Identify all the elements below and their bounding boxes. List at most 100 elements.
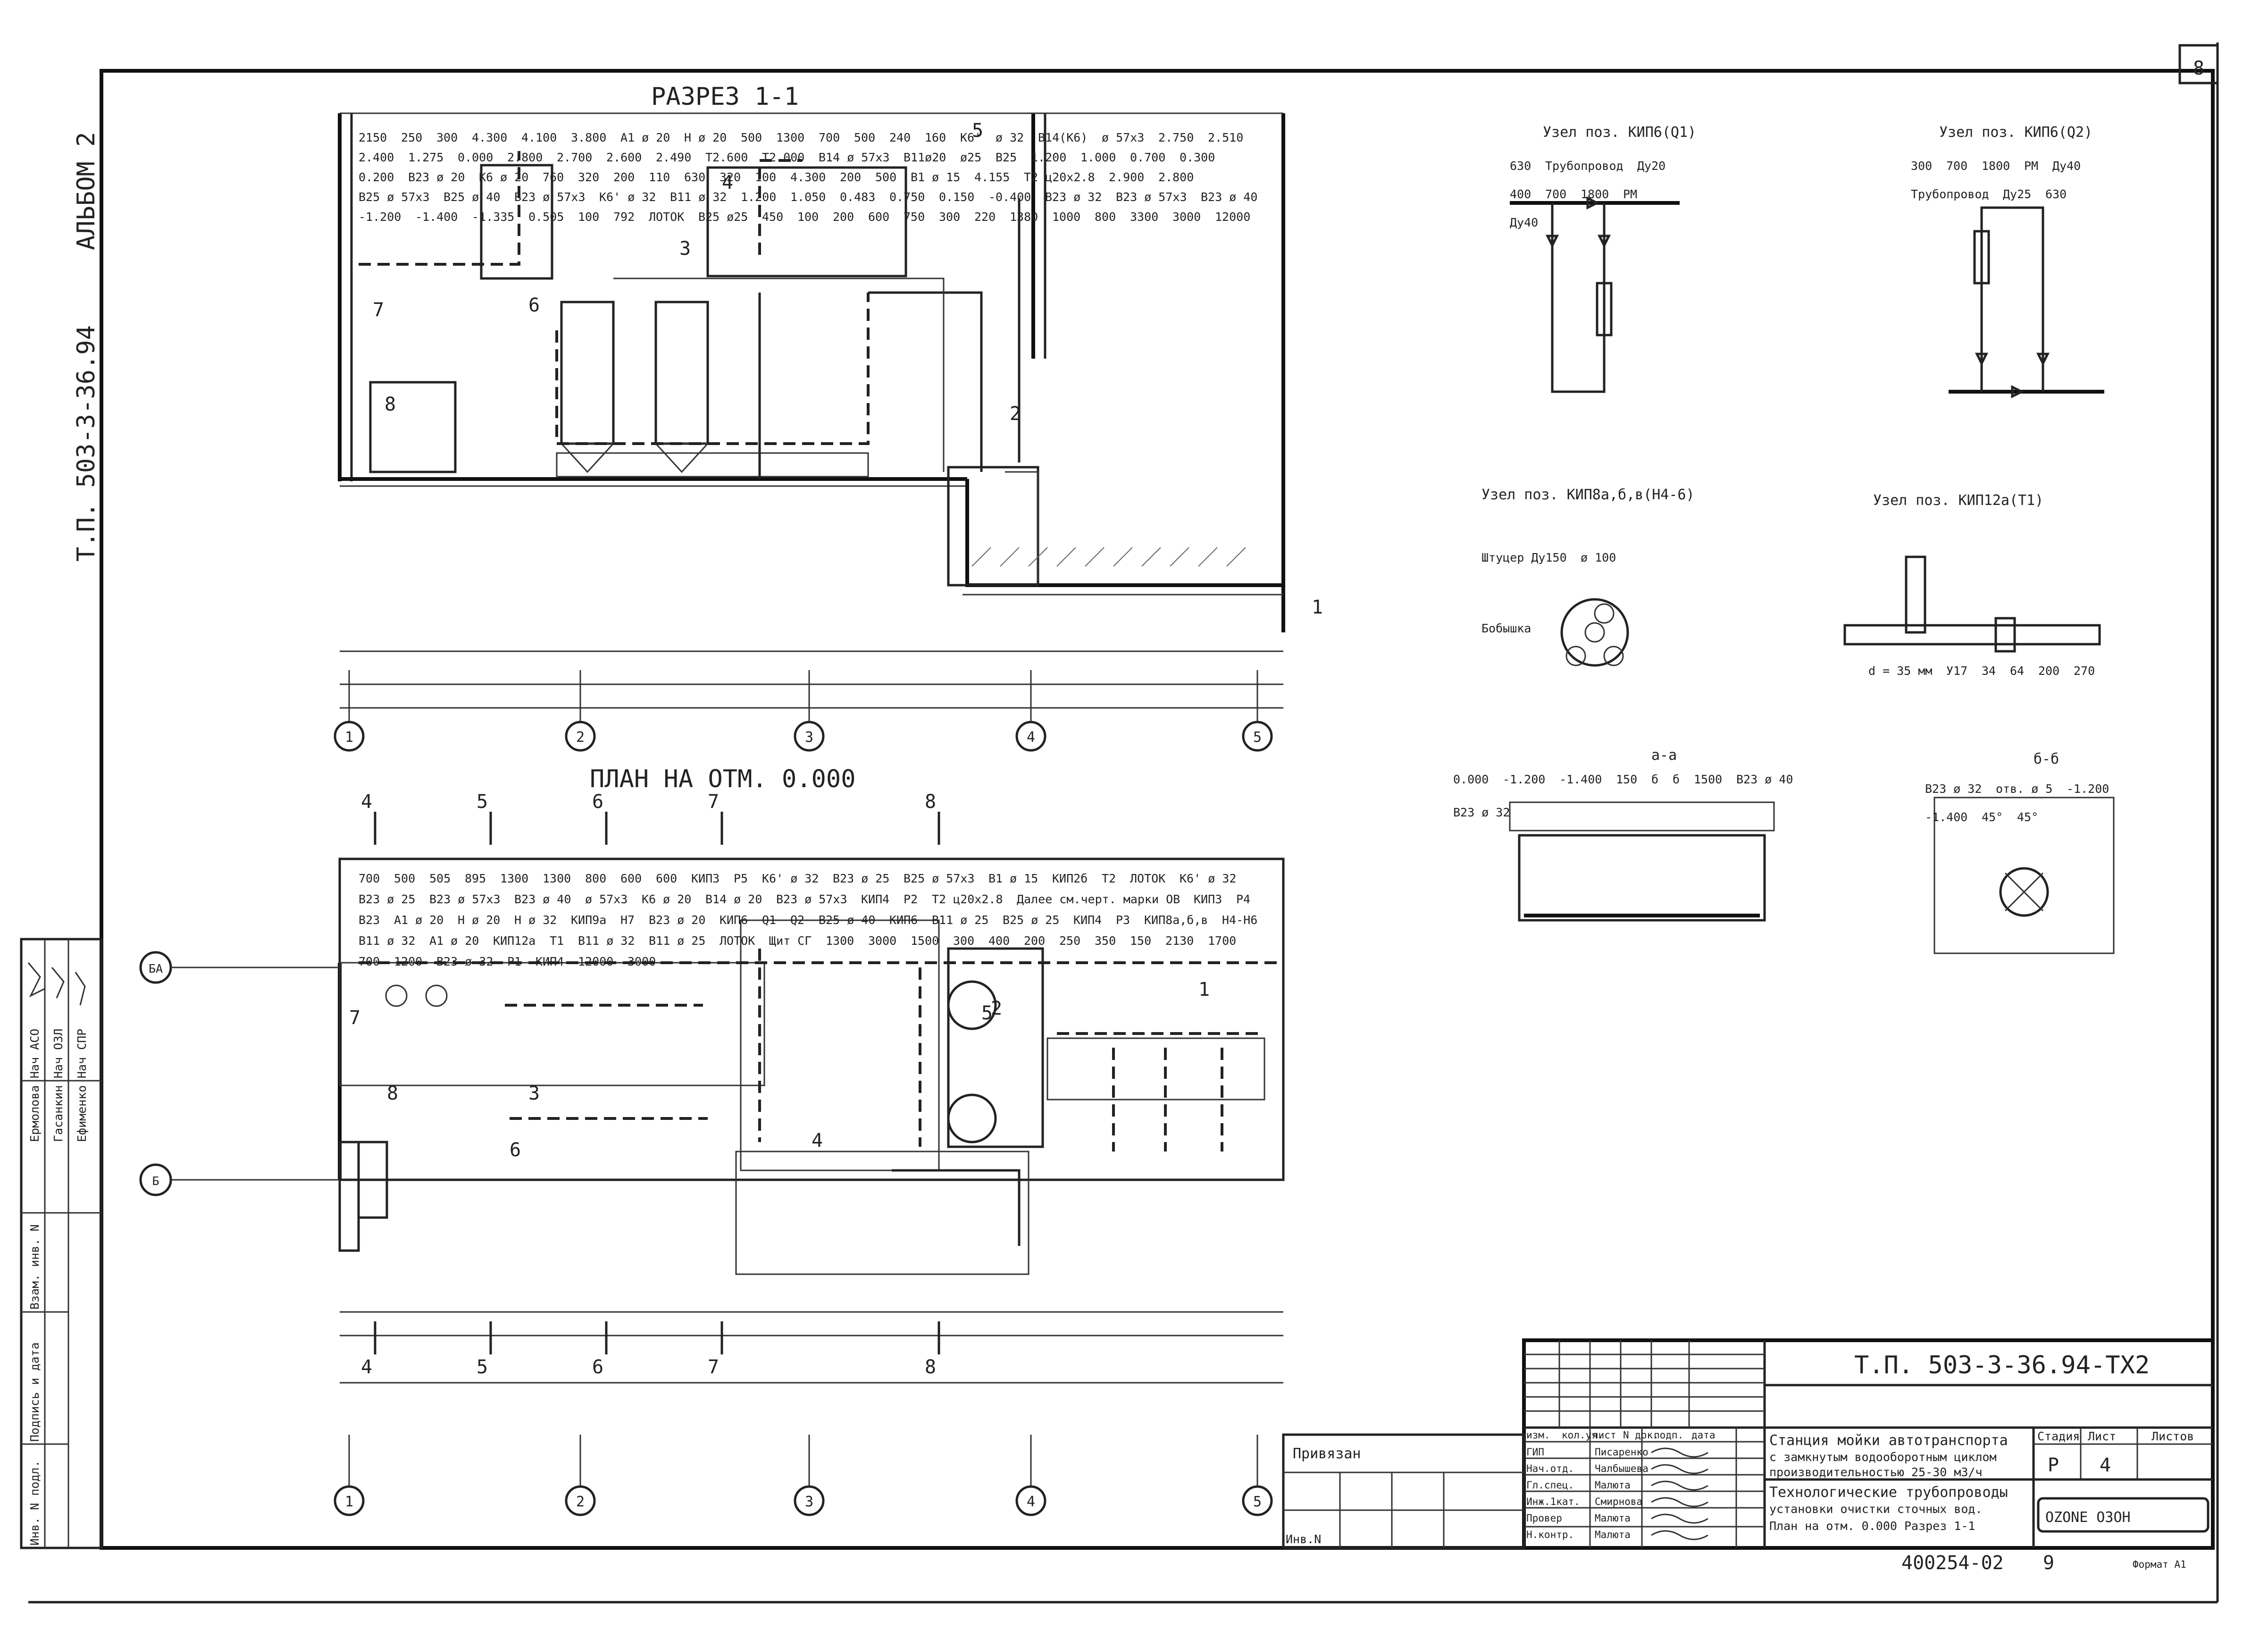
plan-labels-0: 700 xyxy=(359,872,380,885)
sec-positions-3: 4 xyxy=(722,172,733,193)
tb-role-0: ГИП xyxy=(1526,1446,1544,1458)
signature-3 xyxy=(1651,1497,1708,1507)
privyazan-label: Привязан xyxy=(1293,1446,1361,1462)
plan-positions-1: 2 xyxy=(991,998,1002,1019)
sec-labels-62: 0.483 xyxy=(840,190,875,204)
sec-labels-33: 1.200 xyxy=(1031,151,1066,164)
n4-labels-2: 34 xyxy=(1982,664,1996,678)
n6-labels-5: 45° xyxy=(2017,810,2038,824)
n1-labels-4: 700 xyxy=(1545,187,1566,201)
n5-labels-3: 150 xyxy=(1616,773,1637,786)
section-title: РАЗРЕЗ 1-1 xyxy=(651,83,799,111)
tb-name-5: Малюта xyxy=(1595,1529,1631,1540)
sec-labels-52: Т2 ц20x2.8 xyxy=(1024,170,1095,184)
sec-labels-54: 2.800 xyxy=(1158,170,1194,184)
album-label: АЛЬБОМ 2 xyxy=(72,132,100,250)
sec-labels-5: 3.800 xyxy=(571,131,606,144)
plan-labels-29: Далее см.черт. марки ОВ xyxy=(1017,892,1180,906)
ozone-logo xyxy=(2037,1497,2209,1533)
shield-sg xyxy=(357,1141,388,1219)
sec-labels-71: -1.335 xyxy=(472,210,514,224)
sec-axes-label-2: 3 xyxy=(805,729,813,746)
cut-bottom-0: 4 xyxy=(361,1356,372,1378)
title-block: Т.П. 503-3-36.94-ТХ2 Привязан Инв.N изм.… xyxy=(1282,1338,2215,1574)
sec-labels-83: 220 xyxy=(974,210,996,224)
sheet-title-3: План на отм. 0.000 Разрез 1-1 xyxy=(1769,1519,1975,1533)
sec-labels-84: 1380 xyxy=(1010,210,1038,224)
plan-positions-5: 6 xyxy=(510,1139,521,1161)
tb-role-1: Нач.отд. xyxy=(1526,1463,1574,1474)
plan-labels-11: К6' ø 32 xyxy=(762,872,819,885)
cut-top-0: 4 xyxy=(361,791,372,813)
sec-labels-11: 500 xyxy=(854,131,875,144)
plan-axes-label-0: 1 xyxy=(345,1494,353,1510)
sec-labels-79: 200 xyxy=(833,210,854,224)
plan-positions-0: 1 xyxy=(1198,979,1210,1000)
tb-header-4: подп. xyxy=(1654,1429,1683,1441)
sec-labels-56: В25 ø 40 xyxy=(444,190,500,204)
drawing-code: Т.П. 503-3-36.94-ТХ2 xyxy=(1854,1351,2150,1379)
sec-labels-19: 2.510 xyxy=(1208,131,1243,144)
plan-labels-65: 350 xyxy=(1095,934,1116,948)
plan-labels-66: 150 xyxy=(1130,934,1151,948)
plan-labels-25: В23 ø 57x3 xyxy=(776,892,847,906)
n2-labels-5: Трубопровод xyxy=(1911,187,1989,201)
stage-label: Стадия xyxy=(2037,1429,2080,1443)
plan-labels-23: К6 ø 20 xyxy=(642,892,691,906)
plan-labels-3: 895 xyxy=(465,872,486,885)
n4-labels-3: 64 xyxy=(2010,664,2024,678)
n1-labels-3: 400 xyxy=(1510,187,1531,201)
row-axis-label-1: Б xyxy=(152,1174,159,1188)
sec-labels-6: А1 ø 20 xyxy=(620,131,670,144)
sec-labels-34: 1.000 xyxy=(1080,151,1116,164)
plan-axes-label-2: 3 xyxy=(805,1494,813,1510)
plan-axes-bubble-2 xyxy=(794,1485,825,1516)
n6-labels-4: 45° xyxy=(1982,810,2003,824)
tb-role-2: Гл.спец. xyxy=(1526,1479,1574,1491)
sec-labels-66: В23 ø 32 xyxy=(1045,190,1102,204)
sec-positions-1: 2 xyxy=(1010,403,1021,425)
tb-header-5: дата xyxy=(1691,1429,1716,1441)
sec-labels-7: Н ø 20 xyxy=(684,131,727,144)
plan-labels-52: КИП12а xyxy=(493,934,536,948)
sec-positions-7: 8 xyxy=(385,394,396,415)
signature-1 xyxy=(1651,1464,1708,1474)
n4-labels-1: У17 xyxy=(1946,664,1967,678)
plan-labels-69: 700 xyxy=(359,955,380,968)
sec-labels-78: 100 xyxy=(797,210,819,224)
plan-labels-9: КИП3 xyxy=(691,872,720,885)
sec-labels-15: ø 32 xyxy=(996,131,1024,144)
position-8-block xyxy=(369,381,457,473)
approval-role-2: Нач ОЗЛ xyxy=(51,1029,65,1078)
sec-labels-35: 0.700 xyxy=(1130,151,1165,164)
tb-name-1: Чалбышева xyxy=(1595,1463,1649,1474)
cut-top-3: 7 xyxy=(708,791,719,813)
plan-positions-2: 3 xyxy=(528,1083,540,1104)
sec-axes-label-1: 2 xyxy=(576,729,585,746)
sec-labels-65: -0.400 xyxy=(988,190,1031,204)
sec-labels-57: В23 ø 57x3 xyxy=(514,190,586,204)
plan-labels-27: Р2 xyxy=(904,892,918,906)
plan-axes-label-3: 4 xyxy=(1027,1494,1035,1510)
sec-labels-18: 2.750 xyxy=(1158,131,1194,144)
sec-labels-1: 250 xyxy=(401,131,422,144)
tb-header-2: лист xyxy=(1592,1429,1616,1441)
sec-labels-8: 500 xyxy=(741,131,762,144)
plan-labels-41: Q2 xyxy=(790,913,804,927)
sec-labels-21: 1.275 xyxy=(408,151,444,164)
sec-labels-89: 12000 xyxy=(1215,210,1250,224)
sec-axes-label-4: 5 xyxy=(1253,729,1262,746)
plan-positions-6: 7 xyxy=(349,1007,360,1029)
plan-axes-bubble-4 xyxy=(1242,1485,1273,1516)
approval-role-1: Нач АСО xyxy=(28,1029,42,1078)
sec-labels-67: В23 ø 57x3 xyxy=(1116,190,1187,204)
